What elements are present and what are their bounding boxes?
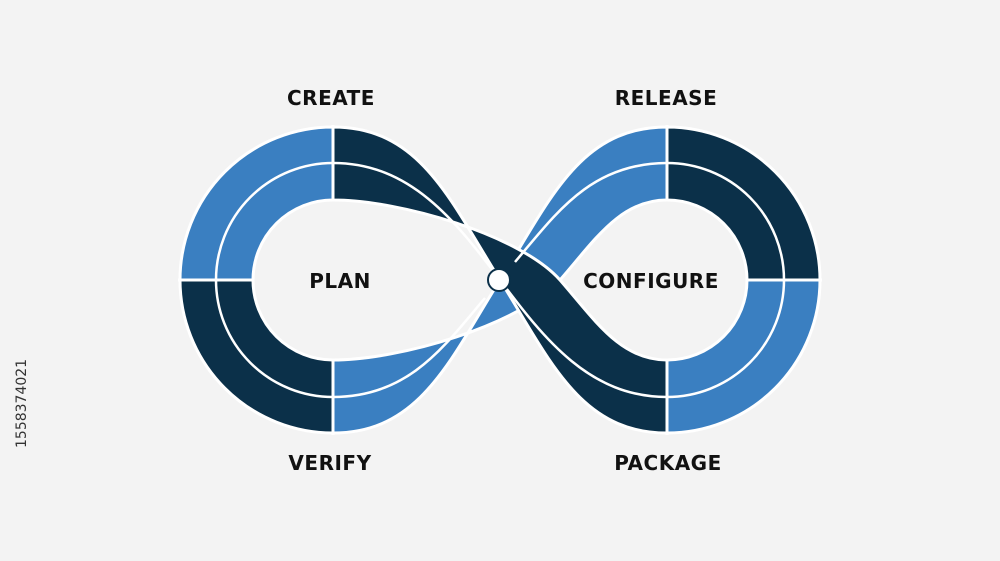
segment-release — [665, 125, 822, 282]
label-configure: CONFIGURE — [583, 269, 719, 293]
guide-blue-band — [332, 161, 668, 399]
center-node — [487, 268, 511, 292]
segment-package — [665, 278, 822, 435]
label-package: PACKAGE — [614, 451, 722, 475]
label-verify: VERIFY — [288, 451, 371, 475]
stock-id-text: 1558374021 — [14, 358, 30, 448]
label-create: CREATE — [287, 86, 375, 110]
segment-verify — [178, 278, 335, 435]
label-release: RELEASE — [615, 86, 718, 110]
label-plan: PLAN — [309, 269, 371, 293]
segment-plan-create — [178, 125, 335, 282]
